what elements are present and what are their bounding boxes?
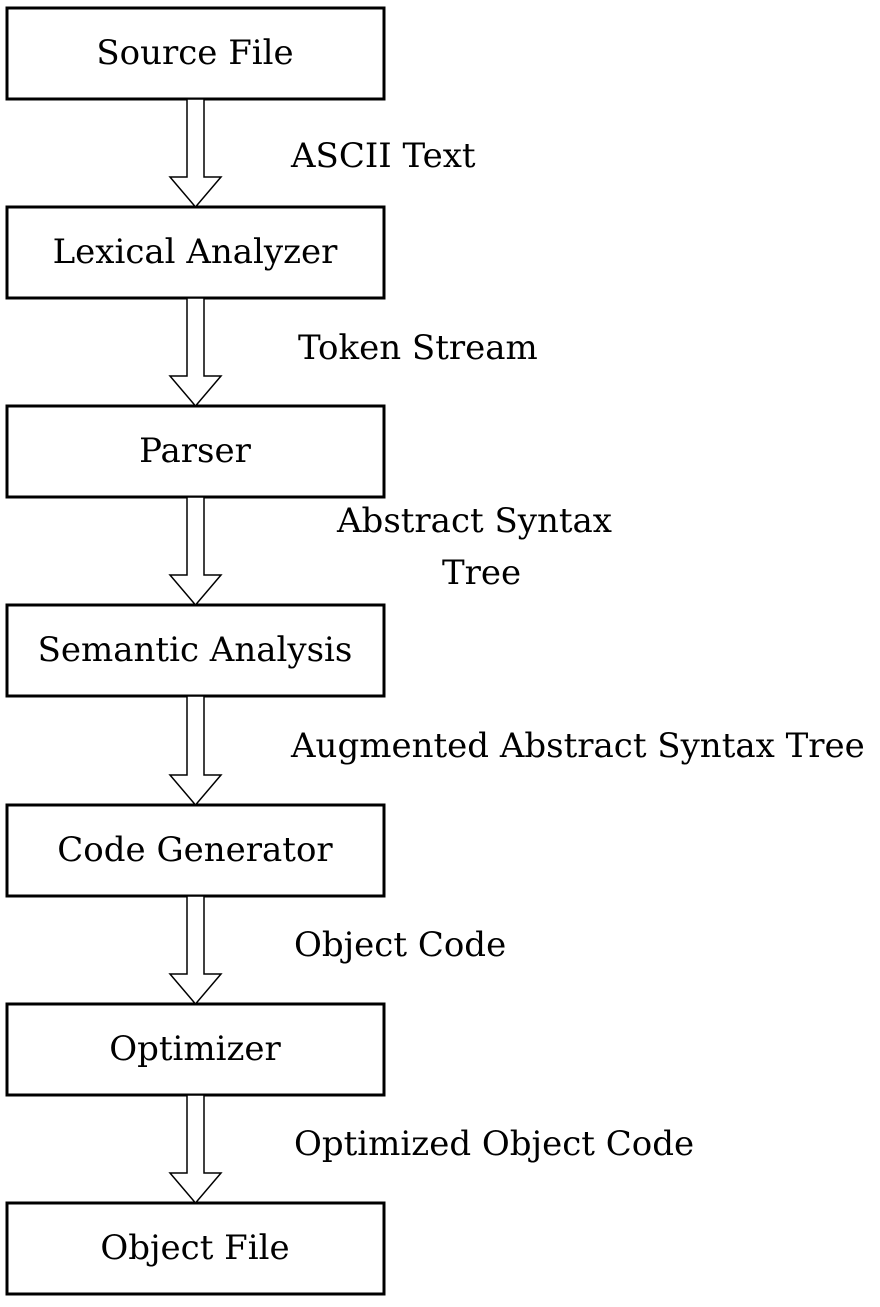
stage-label: Lexical Analyzer bbox=[53, 232, 339, 272]
down-arrow-icon bbox=[168, 496, 223, 607]
stage-semantic-analysis: Semantic Analysis bbox=[5, 603, 386, 698]
stage-object-file: Object File bbox=[5, 1201, 386, 1296]
transition-label-augmented-ast: Augmented Abstract Syntax Tree bbox=[290, 726, 865, 766]
transition-label-optimized-object-code: Optimized Object Code bbox=[294, 1124, 694, 1164]
down-arrow-icon bbox=[168, 695, 223, 807]
stage-label: Object File bbox=[100, 1228, 289, 1268]
stage-code-generator: Code Generator bbox=[5, 803, 386, 898]
transition-label-object-code: Object Code bbox=[294, 925, 506, 965]
stage-lexical-analyzer: Lexical Analyzer bbox=[5, 205, 386, 300]
stage-label: Semantic Analysis bbox=[38, 630, 353, 670]
stage-parser: Parser bbox=[5, 404, 386, 499]
down-arrow-icon bbox=[168, 1094, 223, 1205]
down-arrow-icon bbox=[168, 98, 223, 209]
transition-label-tree: Tree bbox=[442, 553, 521, 593]
stage-optimizer: Optimizer bbox=[5, 1002, 386, 1097]
transition-label-abstract-syntax: Abstract Syntax bbox=[336, 501, 612, 541]
stage-label: Code Generator bbox=[57, 830, 333, 870]
stage-source-file: Source File bbox=[5, 6, 386, 101]
stage-label: Source File bbox=[96, 33, 293, 73]
down-arrow-icon bbox=[168, 895, 223, 1006]
transition-label-token-stream: Token Stream bbox=[298, 328, 538, 368]
down-arrow-icon bbox=[168, 297, 223, 408]
stage-label: Optimizer bbox=[109, 1029, 281, 1069]
transition-label-ascii-text: ASCII Text bbox=[290, 136, 476, 176]
stage-label: Parser bbox=[139, 431, 251, 471]
